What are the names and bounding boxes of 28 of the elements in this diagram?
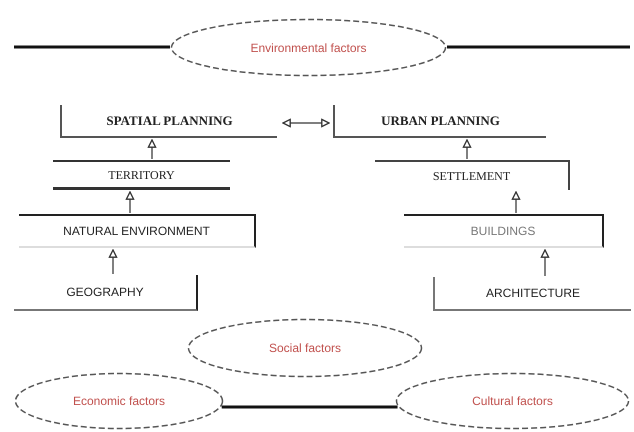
- node-label: Environmental factors: [250, 40, 367, 56]
- node-label: ARCHITECTURE: [486, 285, 580, 302]
- connector-line: [14, 46, 170, 48]
- factor-ellipse: [14, 372, 224, 430]
- node-label: Social factors: [268, 340, 342, 357]
- node-label: URBAN PLANNING: [381, 112, 500, 130]
- arrow: [540, 249, 550, 276]
- node-label: SPATIAL PLANNING: [106, 112, 233, 130]
- concept-box: [404, 214, 604, 248]
- node-label: GEOGRAPHY: [66, 284, 144, 301]
- node-label: NATURAL ENVIRONMENT: [63, 223, 210, 240]
- connector-line: [446, 46, 630, 48]
- factor-ellipse: [170, 18, 447, 77]
- concept-box: [19, 214, 256, 248]
- node-label: Cultural factors: [472, 393, 553, 410]
- connector-line: [222, 406, 398, 408]
- factor-ellipse: [187, 318, 423, 378]
- node-label: Economic factors: [72, 393, 166, 410]
- node-label: TERRITORY: [108, 166, 175, 184]
- factor-ellipse: [395, 372, 630, 430]
- node-label: SETTLEMENT: [432, 168, 510, 185]
- arrow: [126, 191, 134, 213]
- node-label: BUILDINGS: [470, 223, 536, 240]
- arrow: [512, 191, 520, 213]
- arrow: [148, 139, 156, 159]
- arrow: [462, 139, 472, 159]
- arrow: [108, 249, 118, 274]
- arrow: [282, 118, 330, 128]
